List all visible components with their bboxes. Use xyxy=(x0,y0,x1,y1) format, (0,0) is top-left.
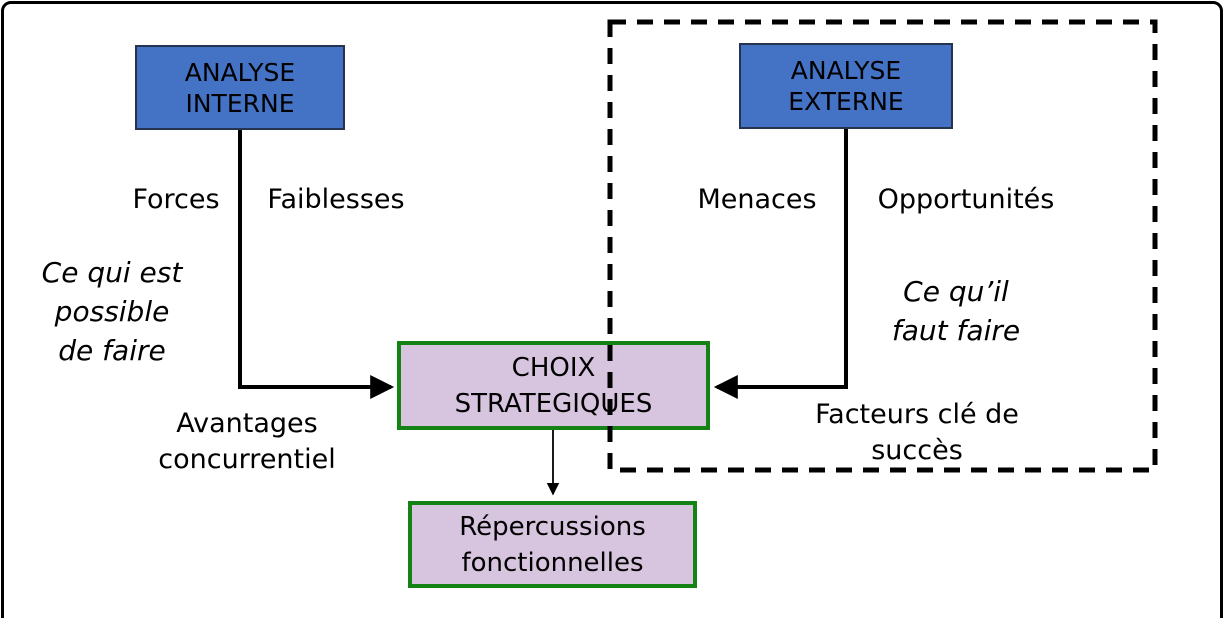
box-analyse-externe: ANALYSE EXTERNE xyxy=(739,43,953,129)
label-ce-qui-est-possible-de-faire: Ce qui est possible de faire xyxy=(41,256,183,367)
box-choix-strategiques: CHOIX STRATEGIQUES xyxy=(397,341,710,430)
arrow-externe-to-choix xyxy=(713,129,848,399)
label-menaces: Menaces xyxy=(697,184,817,215)
label-avantages-concurrentiel: Avantages concurrentiel xyxy=(158,408,336,475)
arrow-interne-to-choix xyxy=(238,130,395,399)
label-ce-quil-faut-faire: Ce qu’il faut faire xyxy=(891,275,1021,347)
box-analyse-interne: ANALYSE INTERNE xyxy=(135,45,345,130)
label-opportunites: Opportunités xyxy=(877,184,1055,215)
label-faiblesses: Faiblesses xyxy=(267,184,405,215)
label-facteurs-cle-de-succes: Facteurs clé de succès xyxy=(815,399,1019,466)
label-forces: Forces xyxy=(132,184,220,215)
box-repercussions-fonctionnelles: Répercussions fonctionnelles xyxy=(408,501,697,588)
